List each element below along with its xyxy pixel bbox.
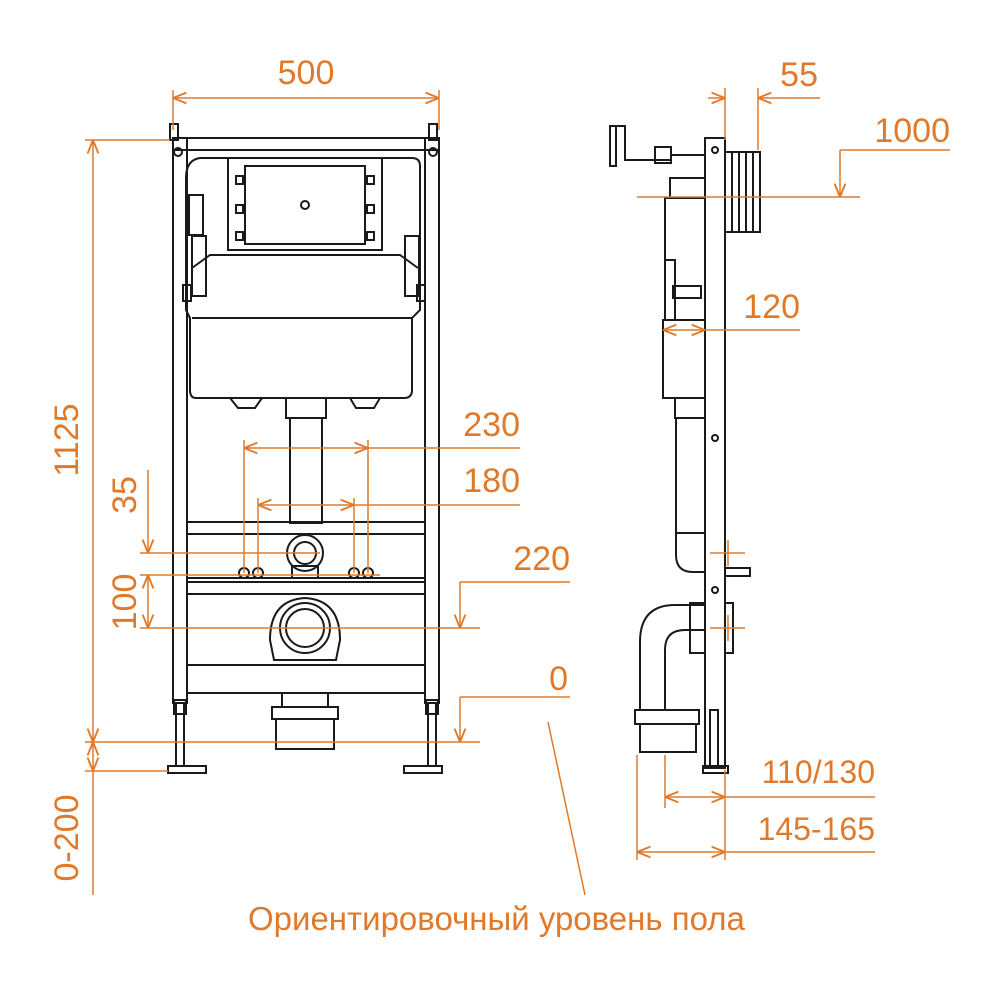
label-height-top: 1125 xyxy=(48,403,86,476)
label-depth-145-165: 145-165 xyxy=(758,811,875,847)
front-dimension-lines xyxy=(85,90,586,896)
label-flush-height: 1000 xyxy=(874,112,950,150)
label-spacing-180: 180 xyxy=(463,462,520,500)
label-outlet-height: 220 xyxy=(513,540,570,578)
label-spacing-230: 230 xyxy=(463,406,520,444)
side-view xyxy=(609,125,761,774)
side-dimension-lines xyxy=(636,88,950,860)
label-pipe-110-130: 110/130 xyxy=(762,754,875,790)
label-depth-120: 120 xyxy=(743,288,800,326)
label-offset-35: 35 xyxy=(106,476,144,514)
floor-level-note: Ориентировочный уровень пола xyxy=(248,900,746,937)
label-depth-55: 55 xyxy=(780,56,818,94)
dimension-labels: 500 1125 0-200 35 100 230 180 220 0 55 1… xyxy=(48,54,950,937)
front-view xyxy=(167,123,443,774)
label-floor-range: 0-200 xyxy=(48,795,86,882)
label-offset-100: 100 xyxy=(106,574,144,631)
label-floor-zero: 0 xyxy=(549,660,568,698)
label-frame-width: 500 xyxy=(278,54,335,92)
